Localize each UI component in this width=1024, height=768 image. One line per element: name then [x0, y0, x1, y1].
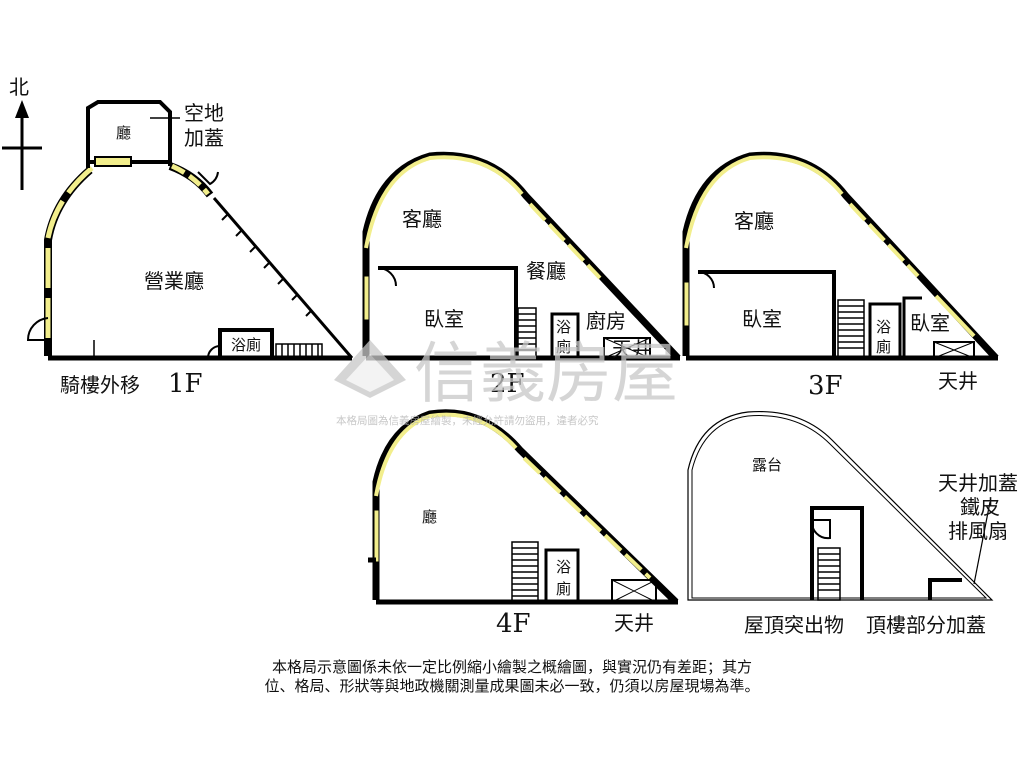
floor1-annex-walls [86, 100, 172, 168]
north-arrowhead-icon [15, 100, 29, 118]
watermark-notice: 本格局圖為信義房屋繪製，未經允許請勿盜用，違者必究 [336, 414, 599, 427]
floor2-lightwell-label: 天井 [612, 337, 652, 361]
floor1-bath-label: 浴廁 [231, 336, 261, 354]
floor3-floor-label: 3F [808, 371, 843, 401]
roof-note-label-3: 排風扇 [948, 519, 1008, 543]
floor1-annex-window [94, 156, 132, 167]
floor3-bedroom-walls [698, 270, 836, 358]
floor2-lightwell [603, 337, 651, 359]
watermark-brand: 信義房屋 [414, 335, 678, 412]
floor3-stairs [837, 299, 865, 359]
roof-note-leader [973, 501, 991, 585]
floor4-west-window [373, 509, 380, 563]
floor2-lightwell-cross [603, 337, 651, 359]
disclaimer-line-2: 位、格局、形狀等與地政機關測量成果圖未必一致，仍須以房屋現場為準。 [264, 677, 760, 695]
watermark: 信義房屋 本格局圖為信義房屋繪製，未經允許請勿盜用，違者必究 [334, 335, 678, 427]
floor1-hall-top-label: 廳 [116, 124, 131, 142]
disclaimer-footnote: 本格局示意圖係未依一定比例縮小繪製之概繪圖，與實況仍有差距；其方 位、格局、形狀… [0, 658, 1024, 696]
floor4-outer-wall [372, 409, 679, 605]
floor-1-plan: 廳 空地 加蓋 營業廳 浴廁 騎樓外移 1F [26, 100, 354, 399]
floor2-bath-walls [550, 312, 580, 358]
floor4-bath-label-2: 廁 [556, 580, 571, 598]
floor2-west-window [363, 275, 370, 321]
roof-outline-inner [691, 415, 988, 599]
floor-2-plan: 客廳 餐廳 臥室 浴 廁 廚房 天井 2F [362, 151, 681, 399]
floor2-window-arc [364, 155, 524, 249]
roof-structure-walls [810, 506, 864, 600]
compass: 北 [2, 75, 42, 190]
floor3-west-window [683, 281, 690, 327]
floor2-floor-label: 2F [490, 369, 525, 399]
roof-addition-label: 頂樓部分加蓋 [866, 613, 986, 637]
north-label: 北 [9, 75, 29, 99]
floor4-window-diagonal [522, 456, 652, 580]
floor3-window-diagonal-2 [934, 294, 976, 338]
roof-plan: 露台 天井加蓋 鐵皮 排風扇 屋頂突出物 頂樓部分加蓋 [687, 410, 1018, 637]
floor3-bath-walls [868, 302, 902, 358]
floor1-arcade-label: 騎樓外移 [60, 373, 140, 397]
floor1-railing-ticks [221, 213, 313, 317]
floor2-stairs [517, 307, 537, 359]
floor1-window-strip [45, 166, 94, 338]
floor3-lightwell [933, 341, 975, 359]
floor1-annex-label-2: 加蓋 [184, 126, 224, 150]
floor4-lightwell-label: 天井 [614, 611, 654, 635]
floor2-dining-label: 餐廳 [526, 259, 566, 283]
roof-stairs [817, 547, 841, 601]
roof-outline-outer [687, 410, 994, 601]
floor3-bedroom2-walls [902, 296, 922, 358]
floor4-bath-walls [544, 548, 580, 602]
floor2-living-label: 客廳 [402, 207, 442, 231]
floor1-floor-label: 1F [168, 369, 203, 399]
floor3-bedroom2-label: 臥室 [910, 311, 950, 335]
floor2-bedroom-walls [378, 266, 518, 358]
floor2-kitchen-label: 廚房 [586, 309, 626, 333]
roof-terrace-label: 露台 [752, 456, 782, 474]
floor1-northeast-window [170, 163, 210, 196]
floor4-window-arc [374, 412, 518, 497]
floor3-bath-label-1: 浴 [876, 318, 891, 336]
floor4-lightwell-cross [611, 579, 657, 603]
floor3-bedroom1-label: 臥室 [742, 307, 782, 331]
floor3-lightwell-label: 天井 [938, 369, 978, 393]
watermark-logo-inner-icon [346, 354, 394, 392]
floor3-living-label: 客廳 [734, 209, 774, 233]
roof-structure-door-icon [810, 519, 831, 540]
roof-note-label-1: 天井加蓋 [938, 471, 1018, 495]
floor4-stairs [511, 541, 539, 603]
floor4-floor-label: 4F [496, 609, 531, 639]
floor1-annex-label-1: 空地 [184, 101, 224, 125]
floor3-bedroom-door-icon [697, 271, 715, 289]
floor3-window-arc [684, 155, 844, 249]
floor1-door-icon [197, 171, 219, 186]
floor4-bath-label-1: 浴 [556, 558, 571, 576]
floor4-hall-label: 廳 [422, 508, 437, 526]
roof-note-label-2: 鐵皮 [960, 495, 1000, 519]
roof-structure-label: 屋頂突出物 [744, 613, 844, 637]
floor2-window-diagonal [528, 202, 602, 280]
floor4-lightwell [611, 579, 657, 603]
floor3-bath-label-2: 廁 [876, 338, 891, 356]
floor2-outer-wall [362, 151, 681, 361]
roof-addition-walls [928, 578, 962, 600]
floor2-bath-label-2: 廁 [556, 338, 571, 356]
floor-3-plan: 客廳 臥室 浴 廁 臥室 天井 3F [682, 151, 999, 401]
floor1-west-door-icon [26, 317, 49, 341]
floor2-bedroom-door-icon [377, 267, 397, 287]
floor2-bedroom-label: 臥室 [424, 307, 464, 331]
floor1-west-wall [44, 166, 93, 356]
floor2-bath-label-1: 浴 [556, 318, 571, 336]
floor-4-plan: 廳 浴 廁 天井 4F [368, 409, 679, 639]
disclaimer-line-1: 本格局示意圖係未依一定比例縮小繪製之概繪圖，與實況仍有差距；其方 [271, 658, 752, 676]
floor3-window-diagonal [848, 202, 920, 278]
floor3-lightwell-cross [933, 341, 975, 359]
floor1-business-hall-label: 營業廳 [144, 269, 204, 293]
